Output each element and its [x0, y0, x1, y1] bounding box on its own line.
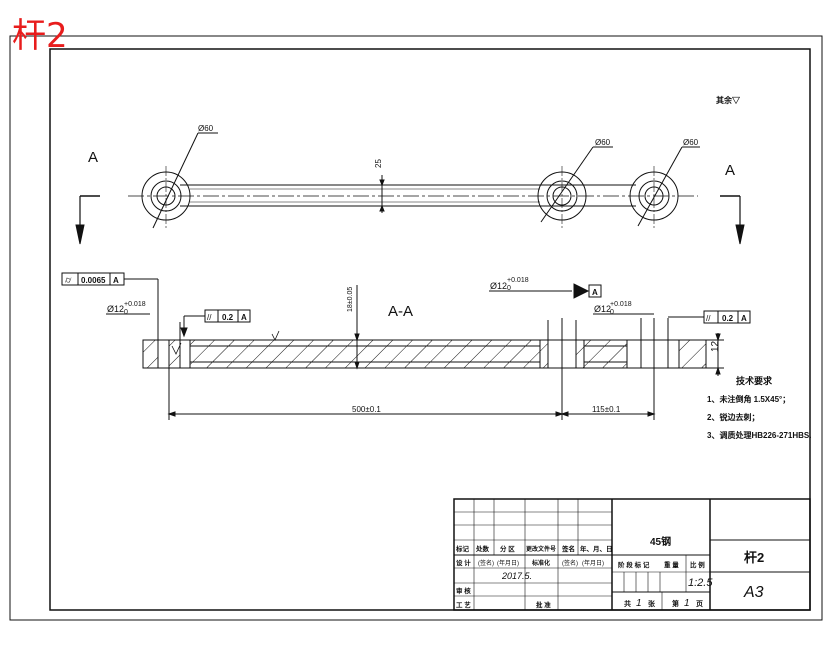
hole-center-lower: 0	[507, 285, 511, 292]
hole-center-upper: +0.018	[507, 277, 529, 284]
hole-center-base: Ø12	[490, 281, 507, 291]
tb-approve: 批 准	[536, 600, 551, 609]
tb-total-prefix: 共	[624, 599, 631, 608]
length-main-text: 500±0.1	[352, 405, 381, 414]
hole-gap-left	[158, 340, 169, 368]
section-label-right: A	[725, 162, 735, 179]
tb-process: 工 艺	[456, 600, 471, 609]
section-body	[106, 278, 724, 420]
hole-left-upper: +0.018	[124, 301, 146, 308]
hole-gap-right	[627, 340, 679, 368]
tb-header-0: 标记	[455, 544, 470, 553]
tol-top-symbol: ⌭	[65, 275, 72, 285]
tech-item-2: 2、锐边去刺；	[707, 412, 759, 423]
hole-gap-left-2	[180, 340, 190, 368]
roughness-mark-left	[171, 342, 182, 355]
tb-design-2: (年月日)	[497, 559, 519, 567]
tb-stage-marks: 阶 段 标 记	[618, 560, 650, 569]
tol-top-datum: A	[113, 276, 119, 285]
tech-heading: 技术要求	[736, 375, 773, 386]
section-label-left: A	[88, 149, 98, 166]
tb-header-3: 更改文件号	[526, 545, 556, 553]
hole-left-base: Ø12	[107, 304, 124, 314]
width-dim-arrow-top	[379, 179, 385, 187]
vertical-dim-text: 18±0.05	[347, 287, 354, 312]
width-dim-text: 25	[374, 159, 383, 168]
tol-right-datum: A	[741, 314, 747, 323]
tb-part-name: 杆2	[744, 550, 764, 565]
tb-index-suffix: 页	[696, 600, 703, 608]
tb-total-suffix: 张	[648, 599, 656, 608]
tech-item-3: 3、调质处理HB226-271HBS.	[707, 430, 811, 440]
roughness-note: 其余▽	[716, 95, 741, 105]
length-right-text: 115±0.1	[592, 405, 621, 414]
tb-design-5: (年月日)	[582, 559, 604, 567]
tb-design-3: 标准化	[531, 559, 550, 567]
hole-dim-left: Ø60	[198, 124, 214, 133]
leader-dia-right	[637, 146, 683, 227]
hole-right-lower: 0	[610, 309, 614, 316]
tol-mid-value: 0.2	[222, 313, 234, 322]
hole-left-lower: 0	[124, 309, 128, 316]
tol-mid-datum: A	[241, 313, 247, 322]
tb-scale: 比 例	[690, 560, 705, 569]
tol-right-value: 0.2	[722, 314, 734, 323]
section-title: A-A	[388, 303, 413, 320]
datum-box	[588, 284, 602, 298]
tol-frame-top	[61, 272, 125, 286]
outer-border	[9, 35, 823, 621]
top-view	[75, 132, 745, 245]
tb-index-prefix: 第	[672, 599, 679, 608]
tb-index: 1	[684, 598, 690, 609]
tb-total: 1	[636, 598, 642, 609]
leader-dia-left	[152, 132, 199, 229]
height-dim-text: 12	[710, 340, 721, 352]
datum-triangle	[573, 283, 590, 299]
section-hatch	[143, 340, 706, 368]
width-dim-arrow-bottom	[379, 204, 385, 212]
datum-tag: A	[592, 288, 598, 297]
tb-design-4: (签名)	[562, 559, 578, 567]
tb-review: 审 核	[456, 586, 471, 595]
leader-dia-center	[540, 146, 594, 223]
section-outline	[142, 339, 707, 369]
hole-right-base: Ø12	[594, 304, 611, 314]
section-arrow-left-head	[75, 224, 85, 245]
tb-header-4: 签名	[561, 544, 575, 553]
inner-border	[49, 48, 811, 611]
tol-right-symbol: //	[706, 314, 711, 323]
tb-header-1: 处数	[475, 544, 490, 553]
hole-dim-right: Ø60	[683, 138, 699, 147]
tb-scale-note: 1:2.5	[688, 577, 713, 589]
tech-item-1: 1、未注倒角 1.5X45°；	[707, 394, 790, 405]
tb-header-2: 分 区	[500, 544, 515, 553]
tb-weight: 重 量	[664, 560, 679, 569]
tol-top-value: 0.0065	[81, 276, 106, 285]
tb-header-5: 年、月、日	[580, 544, 613, 553]
roughness-mark-top	[271, 330, 280, 341]
title-block	[453, 498, 811, 611]
section-arrow-right-head	[735, 224, 745, 245]
tb-design-0: 设 计	[456, 558, 471, 567]
corner-title: 杆2	[12, 16, 68, 56]
tb-material: 45钢	[650, 535, 671, 548]
tol-frame-mid	[204, 309, 251, 323]
hole-dim-center: Ø60	[595, 138, 611, 147]
tol-frame-right	[703, 310, 751, 324]
tol-mid-symbol: //	[207, 313, 212, 322]
tb-design-1: (签名)	[478, 559, 494, 567]
hole-right-upper: +0.018	[610, 301, 632, 308]
tb-sheet-size: A3	[743, 584, 764, 601]
tb-signature-date: 2017.5.	[501, 571, 532, 581]
